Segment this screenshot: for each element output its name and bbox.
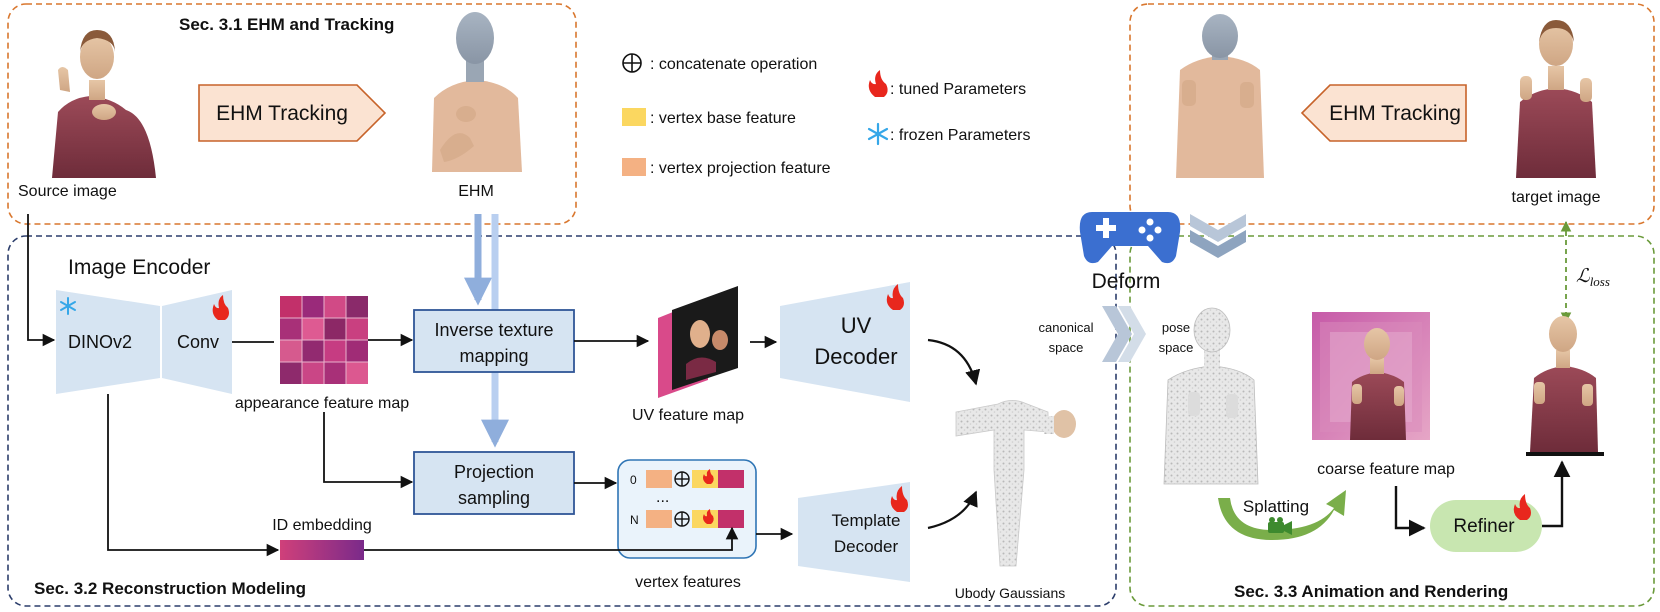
- appearance-feature-map: [280, 296, 368, 384]
- legend-projection-feature-swatch: [622, 158, 646, 176]
- vertex-row-0-concat-icon: [674, 471, 690, 487]
- image-encoder-title: Image Encoder: [68, 256, 210, 279]
- template-decoder-flame-icon: [890, 486, 908, 512]
- concat-symbol-icon: [622, 53, 642, 73]
- section-animation-border: [1129, 235, 1655, 607]
- vertex-ellipsis: ...: [656, 489, 669, 506]
- flame-icon: [868, 70, 888, 97]
- refiner-flame-icon: [1513, 494, 1531, 520]
- appearance-feature-map-label: appearance feature map: [235, 395, 409, 412]
- source-image: [42, 30, 158, 178]
- inverse-texture-mapping-label-2: mapping: [459, 346, 528, 366]
- pose-space-label-1: pose: [1162, 320, 1190, 335]
- uv-decoder-block: [780, 282, 910, 402]
- refiner-to-output-arrow: [1542, 460, 1571, 528]
- ehm-tracking-right-block: [1300, 84, 1467, 142]
- deform-label: Deform: [1092, 270, 1161, 293]
- section-reconstruction-border: [7, 235, 1117, 607]
- vertex-features-label: vertex features: [635, 574, 741, 591]
- ubody-gaussians-figure: [955, 400, 1076, 567]
- id-to-vertex-arrow: [364, 526, 739, 551]
- ehm-mesh-figure: [432, 12, 522, 172]
- dinov2-to-id-line: [107, 394, 280, 557]
- legend-frozen-label: : frozen Parameters: [890, 127, 1031, 144]
- refiner-block: [1430, 500, 1542, 552]
- ehm-tracking-left-label: EHM Tracking: [216, 102, 348, 125]
- section-target-border: [1129, 3, 1655, 225]
- uv-feature-map: [658, 286, 738, 398]
- canonical-space-label-1: canonical: [1039, 320, 1094, 335]
- snowflake-icon: [867, 122, 889, 146]
- chevron-down-icon: [1190, 214, 1246, 258]
- inverse-texture-mapping-block: [413, 309, 575, 373]
- section-reconstruction-title: Sec. 3.2 Reconstruction Modeling: [34, 579, 306, 598]
- template-decoder-label-2: Decoder: [834, 537, 899, 556]
- legend-base-feature-swatch: [622, 108, 646, 126]
- loss-label: ℒloss: [1576, 266, 1610, 289]
- pose-space-gaussians-figure: [1163, 307, 1259, 485]
- conv-flame-icon: [212, 295, 229, 320]
- target-image: [1516, 20, 1596, 178]
- target-image-label: target image: [1512, 189, 1601, 206]
- template-decoder-label-1: Template: [832, 511, 901, 530]
- splatting-label: Splatting: [1243, 497, 1309, 516]
- source-down-line: [27, 214, 56, 347]
- source-image-label: Source image: [18, 183, 117, 200]
- id-embedding-bar: [280, 540, 364, 560]
- id-embedding-label: ID embedding: [272, 517, 372, 534]
- uv-decoder-label-1: UV: [841, 313, 872, 338]
- ehm-tracking-right-label: EHM Tracking: [1329, 102, 1461, 125]
- dinov2-block: [56, 290, 160, 394]
- vertex-row-n-index: N: [630, 513, 639, 527]
- legend: : concatenate operation : vertex base fe…: [622, 53, 1031, 177]
- vertex-row-n-concat-icon: [674, 511, 690, 527]
- coarse-feature-map-label: coarse feature map: [1317, 461, 1455, 478]
- vertex-row-0-index: 0: [630, 473, 637, 487]
- rendered-output-image: [1526, 316, 1604, 456]
- section-animation-title: Sec. 3.3 Animation and Rendering: [1234, 582, 1508, 601]
- dinov2-label: DINOv2: [68, 332, 132, 352]
- uv-decoder-label-2: Decoder: [814, 344, 897, 369]
- ehm-tracking-left-block: [198, 84, 387, 142]
- dinov2-snowflake-icon: [60, 297, 76, 315]
- uv-decoder-flame-icon: [886, 284, 904, 310]
- section-ehm-tracking-title: Sec. 3.1 EHM and Tracking: [179, 15, 394, 34]
- splatting-arrow: [1218, 490, 1346, 540]
- template-decoder-to-ubody-arrow: [927, 490, 978, 530]
- projection-sampling-label-2: sampling: [458, 488, 530, 508]
- uv-feature-map-label: UV feature map: [632, 407, 744, 424]
- ubody-gaussians-label: Ubody Gaussians: [955, 585, 1066, 601]
- uv-decoder-to-ubody-arrow: [927, 338, 981, 386]
- legend-concat-label: : concatenate operation: [650, 56, 817, 73]
- feature-to-projection-arrow: [323, 412, 414, 489]
- refiner-label: Refiner: [1453, 516, 1515, 537]
- posed-mesh-figure: [1176, 14, 1264, 178]
- legend-projection-feature-label: : vertex projection feature: [650, 160, 831, 177]
- ehm-label: EHM: [458, 183, 494, 200]
- pose-space-label-2: space: [1159, 340, 1194, 355]
- section-ehm-tracking-border: [7, 3, 577, 225]
- projection-sampling-label-1: Projection: [454, 462, 534, 482]
- canonical-space-label-2: space: [1049, 340, 1084, 355]
- chevron-right-icon: [1102, 306, 1146, 362]
- projection-sampling-block: [413, 451, 575, 515]
- legend-tuned-label: : tuned Parameters: [890, 81, 1026, 98]
- camera-icon: [1268, 517, 1292, 535]
- coarse-to-refiner-arrow: [1394, 486, 1426, 537]
- legend-base-feature-label: : vertex base feature: [650, 110, 796, 127]
- gamepad-icon: [1079, 212, 1181, 264]
- conv-label: Conv: [177, 332, 219, 352]
- coarse-feature-map: [1312, 312, 1430, 440]
- inverse-texture-mapping-label-1: Inverse texture: [434, 320, 553, 340]
- template-decoder-block: [798, 482, 910, 582]
- vertex-features-panel: 0 ... N: [617, 459, 757, 559]
